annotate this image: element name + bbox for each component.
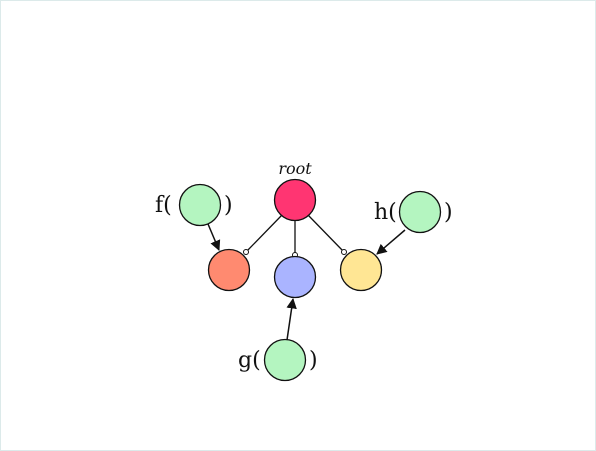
function-f-arg-node [178,183,222,227]
root-node [273,178,317,222]
function-g-open: g( [238,348,261,373]
child-node-mid [273,255,317,299]
arrow-g-to-mid [286,297,297,341]
arrow-f-to-left [207,223,221,251]
arrow-h-to-right [376,229,406,255]
child-node-left [207,248,251,292]
function-f-close: ) [224,193,233,218]
function-g-close: ) [309,348,318,373]
function-h-arg-node [398,190,442,234]
edge-root-left [245,214,283,253]
edge-end-right [341,249,347,255]
edge-end-left [243,249,249,255]
root-label: root [278,159,312,178]
function-f-open: f( [155,193,172,218]
child-node-right [339,248,383,292]
function-h-open: h( [374,200,397,225]
edge-root-right [307,214,345,253]
function-g-arg-node [263,338,307,382]
function-h-close: ) [444,200,453,225]
